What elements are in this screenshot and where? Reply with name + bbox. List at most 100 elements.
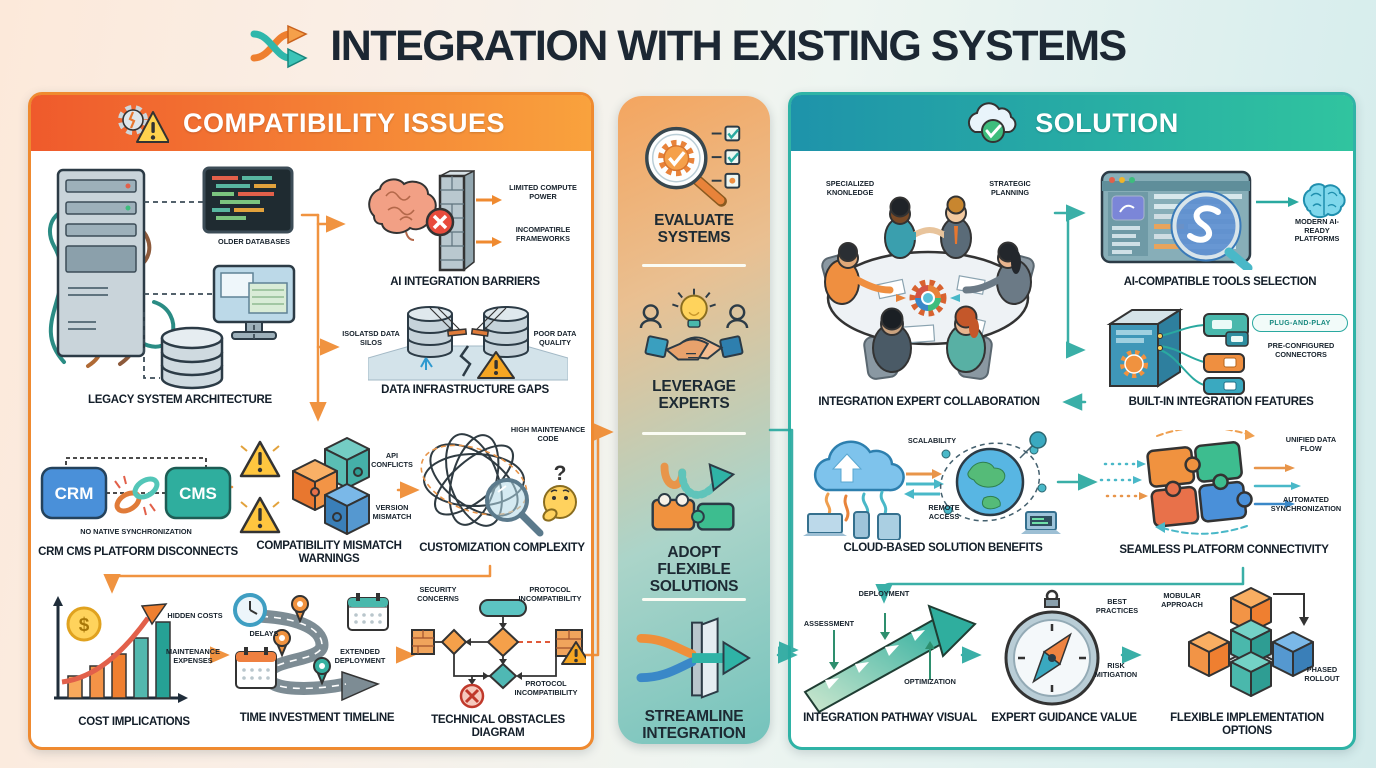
api-conflicts-label: API CONFLICTS xyxy=(371,451,413,469)
broken-link-illustration: CRM CMS xyxy=(40,457,232,520)
page-header: INTEGRATION WITH EXISTING SYSTEMS xyxy=(0,6,1376,86)
merging-arrows-door-icon xyxy=(636,617,751,699)
mismatch-caption: COMPATIBILITY MISMATCH WARNINGS xyxy=(256,540,402,565)
scalability-label: SCALABILITY xyxy=(907,436,957,445)
data-silos-illustration xyxy=(368,306,568,381)
flexible-puzzle-icon xyxy=(651,462,736,531)
evaluate-magnifier-gear-icon xyxy=(645,125,741,207)
person-bottom-left xyxy=(872,307,912,373)
ai-ready-platforms-label: MODERN AI-READY PLATFORMS xyxy=(1294,217,1340,244)
deployment-label: DEPLOYMENT xyxy=(858,589,910,598)
handshake-arms xyxy=(910,227,948,239)
step-streamline-integration: STREAMLINE INTEGRATION xyxy=(618,616,770,742)
tile-data-infrastructure-gaps: ISOLATSD DATA SILOS POOR DATA QUALITY DA… xyxy=(340,298,590,402)
protocol-top-label: PROTOCOL INCOMPATIBILITY xyxy=(518,585,582,603)
flowchart-illustration xyxy=(411,599,586,709)
step-divider xyxy=(642,432,746,435)
customization-caption: CUSTOMIZATION COMPLEXITY xyxy=(419,542,585,554)
specialized-knowledge-label: SPECIALIZED KNONLEDGE xyxy=(825,179,875,197)
brain-wall-illustration xyxy=(368,170,502,272)
timeline-caption: TIME INVESTMENT TIMELINE xyxy=(239,712,395,724)
optimization-label: OPTIMIZATION xyxy=(904,677,956,686)
strategic-planning-label: STRATEGIC PLANNING xyxy=(989,179,1031,197)
browser-magnifier-illustration xyxy=(1100,170,1346,270)
incompatible-frameworks-label: INCOMPATIRLE FRAMEWORKS xyxy=(515,225,571,243)
no-sync-label: NO NATIVE SYNCHRONIZATION xyxy=(80,527,192,536)
person-bottom-right xyxy=(946,305,986,373)
ai-barriers-caption: AI INTEGRATION BARRIERS xyxy=(390,276,540,288)
guidance-caption: EXPERT GUIDANCE VALUE xyxy=(991,712,1137,724)
tile-compatibility-mismatch: API CONFLICTS VERSION MISMATCH COMPATIBI… xyxy=(237,432,419,574)
tile-legacy-system-architecture: OLDER DATABASES LEGACY SYSTEM ARCHITECTU… xyxy=(36,160,336,412)
plug-and-play-pill: PLUG-AND-PLAY xyxy=(1252,314,1348,332)
tile-crm-cms-disconnects: CRM CMS NO NATIVE SYNCHRONIZATION CRM CM… xyxy=(36,440,241,565)
shuffle-arrows-icon xyxy=(250,24,309,69)
map-pins xyxy=(273,595,331,686)
seamless-caption: SEAMLESS PLATFORM CONNECTIVITY xyxy=(1119,544,1329,556)
person-top-right xyxy=(940,195,972,259)
tile-cost-implications: $ HIDDEN COSTS MAINTENANCE EXPENSES COST… xyxy=(40,590,232,738)
delays-label: DELAYS xyxy=(249,629,279,638)
hidden-costs-label: HIDDEN COSTS xyxy=(167,611,223,620)
tile-integration-pathway: ASSESSMENT DEPLOYMENT OPTIMIZATION INTEG… xyxy=(795,584,987,738)
broken-gear-warning-icon xyxy=(117,105,169,143)
crm-box-label: CRM xyxy=(55,484,94,503)
person-left xyxy=(824,242,860,305)
remote-access-label: REMOTE ACCESS xyxy=(928,503,960,521)
collab-caption: INTEGRATION EXPERT COLLABORATION xyxy=(818,396,1040,408)
solution-panel-header: SOLUTION xyxy=(791,95,1353,151)
tile-ai-integration-barriers: LIMITED COMPUTE POWER INCOMPATIRLE FRAME… xyxy=(340,168,590,296)
tile-expert-guidance: BEST PRACTICES RISK MITIGATION EXPERT GU… xyxy=(988,584,1140,738)
older-databases-label: OLDER DATABASES xyxy=(218,237,290,246)
tile-flexible-implementation: MOBULAR APPROACH PHASED ROLLOUT FLEXIBLE… xyxy=(1142,584,1352,738)
person-right xyxy=(996,241,1032,305)
isolated-silos-label: ISOLATSD DATA SILOS xyxy=(342,329,400,347)
builtin-caption: BUILT-IN INTEGRATION FEATURES xyxy=(1128,396,1314,408)
software-box-connectors-illustration xyxy=(1106,308,1249,395)
risk-mitigation-label: RISK MITIGATION xyxy=(1094,661,1138,679)
tile-technical-obstacles: SECURITY CONCERNS PROTOCOL INCOMPATIBILI… xyxy=(404,585,592,740)
calendar-icons xyxy=(235,593,389,689)
rising-cost-chart: $ xyxy=(53,596,188,703)
step-label: LEVERAGE EXPERTS xyxy=(652,378,736,413)
tile-customization-complexity: ? HIGH MAINTENANCE CODE CUSTOMIZATION CO… xyxy=(412,424,592,570)
dollar-sign: $ xyxy=(79,615,90,636)
ai-brain-icon xyxy=(1302,183,1346,219)
tile-seamless-connectivity: UNIFIED DATA FLOW AUTOMATED SYNCHRONIZAT… xyxy=(1096,424,1352,570)
question-mark: ? xyxy=(554,462,567,485)
poor-quality-label: POOR DATA QUALITY xyxy=(533,329,577,347)
step-leverage-experts: LEVERAGE EXPERTS xyxy=(618,286,770,412)
person-top-left xyxy=(884,196,916,259)
extended-deployment-label: EXTENDED DEPLOYMENT xyxy=(334,647,386,665)
assessment-label: ASSESSMENT xyxy=(803,619,855,628)
issues-panel-header: COMPATIBILITY ISSUES xyxy=(31,95,591,151)
automated-sync-label: AUTOMATED SYNCHRONIZATION xyxy=(1270,495,1342,513)
tile-expert-collaboration: SPECIALIZED KNONLEDGE STRATEGIC PLANNING… xyxy=(798,162,1060,416)
issues-panel-title: COMPATIBILITY ISSUES xyxy=(182,107,506,138)
obstacles-caption: TECHNICAL OBSTACLES DIAGRAM xyxy=(431,714,565,739)
ai-tools-caption: AI-COMPATIBLE TOOLS SELECTION xyxy=(1123,276,1317,288)
step-adopt-flexible: ADOPT FLEXIBLE SOLUTIONS xyxy=(618,452,770,595)
limited-compute-label: LIMITED COMPUTE POWER xyxy=(509,183,577,201)
tile-ai-compatible-tools: MODERN AI-READY PLATFORMS AI-COMPATIBLE … xyxy=(1090,162,1352,296)
step-label: ADOPT FLEXIBLE SOLUTIONS xyxy=(649,544,739,596)
step-divider xyxy=(642,264,746,267)
best-practices-label: BEST PRACTICES xyxy=(1095,597,1139,615)
solution-panel-title: SOLUTION xyxy=(1035,107,1179,138)
flexible-caption: FLEXIBLE IMPLEMENTATION OPTIONS xyxy=(1170,712,1324,737)
puzzle-cubes-icon xyxy=(292,437,370,535)
round-table-meeting-illustration xyxy=(821,195,1035,380)
cloud-check-icon xyxy=(968,102,1017,143)
compass-illustration xyxy=(1004,589,1100,706)
step-evaluate-systems: EVALUATE SYSTEMS xyxy=(618,120,770,246)
crm-cms-caption: CRM CMS PLATFORM DISCONNECTS xyxy=(38,546,238,558)
page-title: INTEGRATION WITH EXISTING SYSTEMS xyxy=(330,21,1127,70)
tile-cloud-benefits: SCALABILITY REMOTE ACCESS CLOUD-BASED SO… xyxy=(796,424,1086,564)
step-label: EVALUATE SYSTEMS xyxy=(654,212,734,247)
cloud-caption: CLOUD-BASED SOLUTION BENEFITS xyxy=(843,542,1043,554)
cloud-globe-illustration xyxy=(803,431,1061,540)
cms-box-label: CMS xyxy=(179,484,217,503)
unified-data-flow-label: UNIFIED DATA FLOW xyxy=(1285,435,1337,453)
phased-rollout-label: PHASED ROLLOUT xyxy=(1304,665,1340,683)
